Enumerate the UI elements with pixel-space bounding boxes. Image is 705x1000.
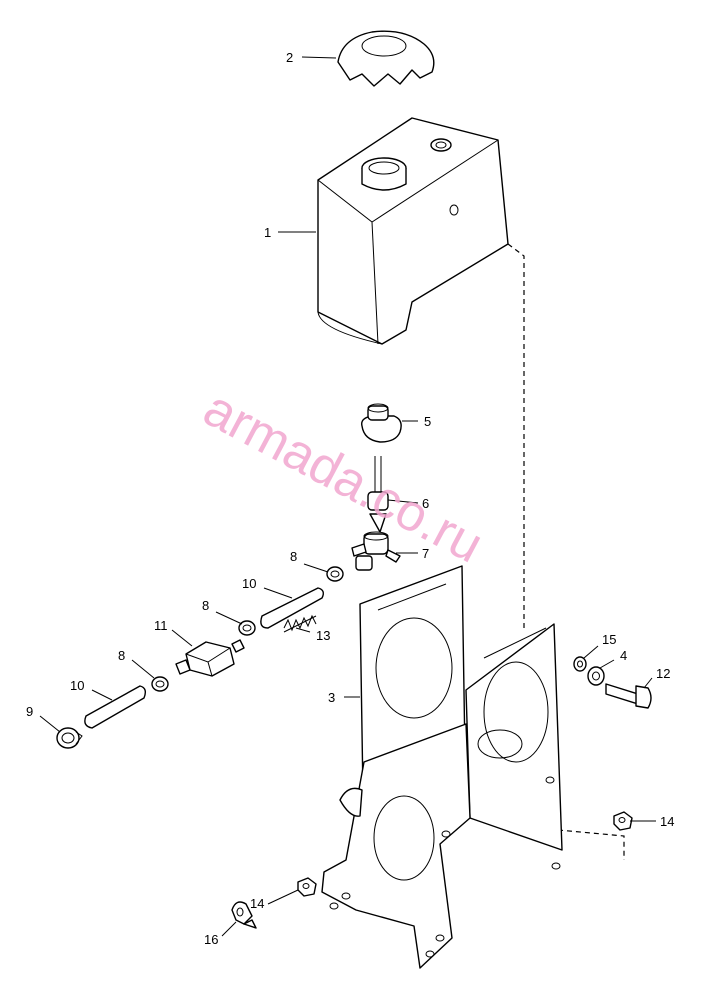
callout-2: 2 xyxy=(286,50,293,65)
callout-16: 16 xyxy=(204,932,218,947)
callout-15: 15 xyxy=(602,632,616,647)
nut-part-14-right xyxy=(613,811,633,831)
cable-clip-part-16 xyxy=(231,901,257,929)
callout-4: 4 xyxy=(620,648,627,663)
callout-8c: 8 xyxy=(118,648,125,663)
callout-7: 7 xyxy=(422,546,429,561)
hose-clamp-part-9 xyxy=(56,727,83,749)
callout-12: 12 xyxy=(656,666,670,681)
callout-13: 13 xyxy=(316,628,330,643)
fuel-hose-part-upper xyxy=(260,587,325,629)
nut-part-14-left xyxy=(297,877,317,897)
fuel-pickup-part xyxy=(367,456,389,533)
hose-clamp-part-c xyxy=(151,676,169,692)
fuel-valve-part xyxy=(351,531,401,571)
callout-3: 3 xyxy=(328,690,335,705)
tank-cap-part xyxy=(337,30,435,87)
grommet-part xyxy=(361,403,402,443)
leader-lines xyxy=(39,56,656,937)
alignment-dashed-line-lower xyxy=(557,829,625,860)
hose-clamp-part-b xyxy=(238,620,256,636)
mounting-frame-part xyxy=(321,565,563,969)
callout-14b: 14 xyxy=(250,896,264,911)
callout-8a: 8 xyxy=(290,549,297,564)
alignment-dashed-line xyxy=(507,243,525,630)
callout-11: 11 xyxy=(154,618,168,633)
callout-6: 6 xyxy=(422,496,429,511)
callout-10a: 10 xyxy=(242,576,256,591)
fuel-tank-part xyxy=(317,117,509,345)
callout-9: 9 xyxy=(26,704,33,719)
callout-8b: 8 xyxy=(202,598,209,613)
bolt-part-12 xyxy=(605,683,652,709)
hose-clamp-part-a xyxy=(326,566,344,582)
fuel-filter-part xyxy=(175,639,245,677)
washer-part-4 xyxy=(587,666,605,686)
callout-10b: 10 xyxy=(70,678,84,693)
fuel-hose-part-lower xyxy=(84,685,147,729)
callout-1: 1 xyxy=(264,225,271,240)
callout-5: 5 xyxy=(424,414,431,429)
spring-part xyxy=(283,614,317,633)
washer-part-15 xyxy=(573,656,587,672)
watermark-text: armada.co.ru xyxy=(194,379,492,574)
callout-14a: 14 xyxy=(660,814,674,829)
